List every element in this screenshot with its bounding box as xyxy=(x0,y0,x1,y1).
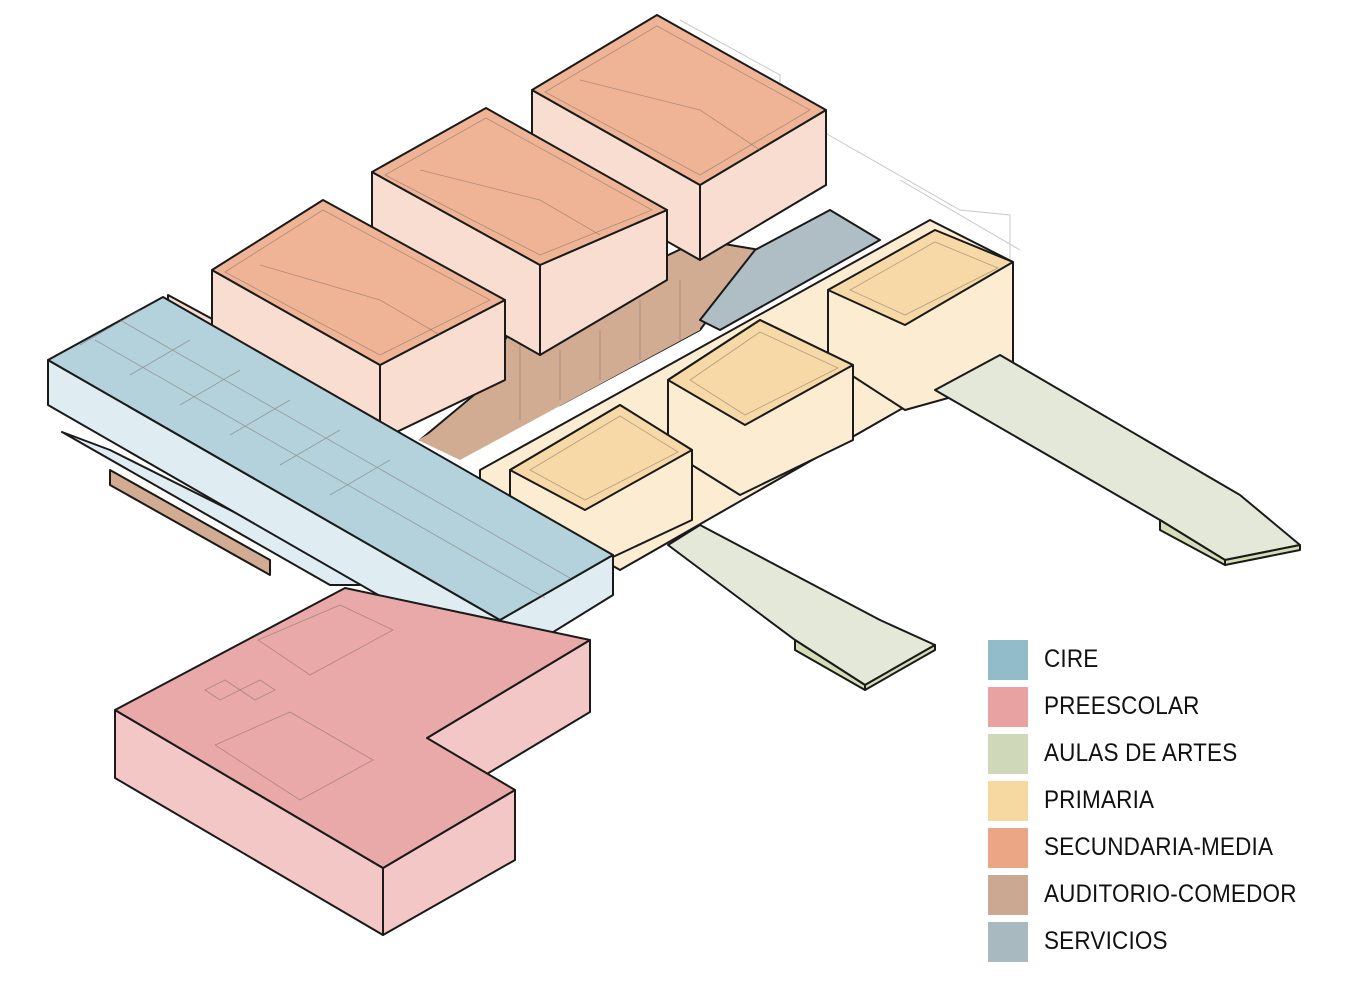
legend-label-preescolar: PREESCOLAR xyxy=(1044,692,1200,720)
legend-item-preescolar: PREESCOLAR xyxy=(988,683,1325,730)
legend-label-cire: CIRE xyxy=(1044,645,1099,673)
legend-swatch-aulas-de-artes xyxy=(988,733,1028,774)
legend-label-primaria: PRIMARIA xyxy=(1044,786,1155,814)
preescolar-block xyxy=(114,587,591,936)
aulas-de-artes-ramp-2 xyxy=(934,354,1301,566)
aulas-de-artes-ramp-1 xyxy=(667,524,936,691)
legend-swatch-servicios xyxy=(988,921,1028,962)
legend-item-servicios: SERVICIOS xyxy=(988,918,1325,965)
servicios-block xyxy=(699,209,881,331)
legend-item-cire: CIRE xyxy=(988,636,1325,683)
legend-label-auditorio-comedor: AUDITORIO-COMEDOR xyxy=(1044,880,1297,908)
legend-item-primaria: PRIMARIA xyxy=(988,777,1325,824)
legend-swatch-primaria xyxy=(988,780,1028,821)
legend-item-secundaria-media: SECUNDARIA-MEDIA xyxy=(988,824,1325,871)
legend-item-aulas-de-artes: AULAS DE ARTES xyxy=(988,730,1325,777)
legend-swatch-cire xyxy=(988,639,1028,680)
legend-swatch-secundaria-media xyxy=(988,827,1028,868)
legend-swatch-auditorio-comedor xyxy=(988,874,1028,915)
legend-swatch-preescolar xyxy=(988,686,1028,727)
legend-label-servicios: SERVICIOS xyxy=(1044,927,1168,955)
legend-label-secundaria-media: SECUNDARIA-MEDIA xyxy=(1044,833,1274,861)
legend-item-auditorio-comedor: AUDITORIO-COMEDOR xyxy=(988,871,1325,918)
legend-label-aulas-de-artes: AULAS DE ARTES xyxy=(1044,739,1238,767)
legend: CIRE PREESCOLAR AULAS DE ARTES PRIMARIA … xyxy=(988,636,1325,965)
auditorio-comedor-block xyxy=(109,239,761,576)
